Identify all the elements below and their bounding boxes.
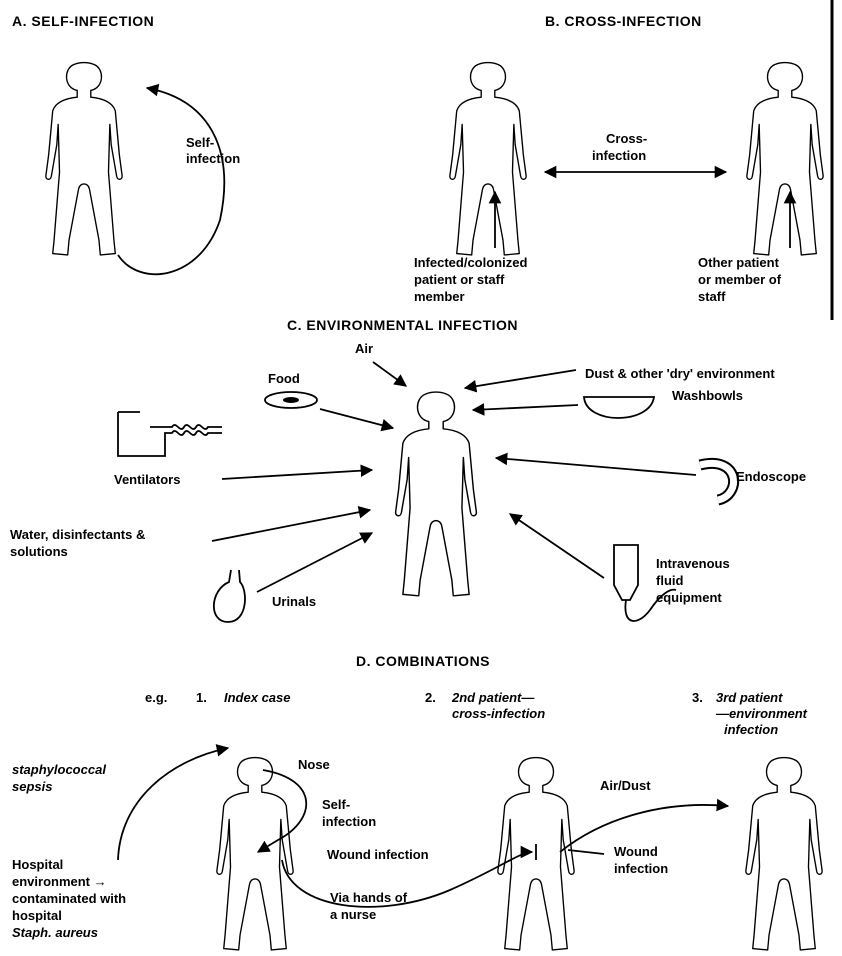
- source-ventilators-label: Ventilators: [114, 472, 180, 487]
- self-infection-loop-arrow: [118, 88, 224, 274]
- source-urinals-label: Urinals: [272, 594, 316, 609]
- case2-label-1: 2nd patient—: [451, 690, 535, 705]
- source-washbowls-label: Washbowls: [672, 388, 743, 403]
- air-arrow: [373, 362, 406, 386]
- food-item: [283, 397, 299, 403]
- second-wound-label-1: Wound: [614, 844, 658, 859]
- source-iv-label-3: equipment: [656, 590, 722, 605]
- self-infection-label-2: infection: [186, 151, 240, 166]
- case3-label-1: 3rd patient: [716, 690, 783, 705]
- case1-label: Index case: [224, 690, 291, 705]
- hospital-env-label-3: contaminated with: [12, 891, 126, 906]
- source-endoscopes-label: Endoscope: [736, 469, 806, 484]
- hospital-env-label-5: Staph. aureus: [12, 925, 98, 940]
- via-hands-label-2: a nurse: [330, 907, 376, 922]
- staph-sepsis-label-2: sepsis: [12, 779, 52, 794]
- urinal-icon: [214, 570, 245, 622]
- air-dust-label: Air/Dust: [600, 778, 651, 793]
- via-hands-label-1: Via hands of: [330, 890, 408, 905]
- section-b-title: B. CROSS-INFECTION: [545, 13, 702, 29]
- staph-sepsis-label-1: staphylococcal: [12, 762, 106, 777]
- section-c-title: C. ENVIRONMENTAL INFECTION: [287, 317, 518, 333]
- section-a-title: A. SELF-INFECTION: [12, 13, 154, 29]
- case2-number: 2.: [425, 690, 436, 705]
- cross-infection-label-1: Cross-: [606, 131, 647, 146]
- section-d-title: D. COMBINATIONS: [356, 653, 490, 669]
- section-a-self-infection: A. SELF-INFECTION Self- infection: [12, 13, 240, 274]
- other-patient-label-1: Other patient: [698, 255, 780, 270]
- hospital-env-label-2: environment →: [12, 874, 107, 889]
- urinals-arrow: [257, 533, 372, 592]
- environment-to-index-arrow: [118, 748, 228, 860]
- source-water-label-2: solutions: [10, 544, 68, 559]
- other-patient-label-3: staff: [698, 289, 726, 304]
- section-d-combinations: D. COMBINATIONS e.g. 1. Index case 2. 2n…: [12, 653, 822, 950]
- washbowls-arrow: [473, 405, 578, 410]
- iv-bottle-icon: [614, 545, 638, 600]
- other-patient-label-2: or member of: [698, 272, 782, 287]
- source-food-label: Food: [268, 371, 300, 386]
- person-third-patient: [746, 758, 822, 950]
- eg-label: e.g.: [145, 690, 167, 705]
- case3-number: 3.: [692, 690, 703, 705]
- case3-label-2: —environment: [715, 706, 808, 721]
- case1-number: 1.: [196, 690, 207, 705]
- second-wound-label-2: infection: [614, 861, 668, 876]
- infected-patient-label-2: patient or staff: [414, 272, 505, 287]
- self-infection-label-1: Self-: [186, 135, 214, 150]
- source-iv-label-1: Intravenous: [656, 556, 730, 571]
- hospital-env-label-4: hospital: [12, 908, 62, 923]
- person-environmental: [396, 392, 477, 596]
- hospital-env-label-1: Hospital: [12, 857, 63, 872]
- infected-patient-label-1: Infected/colonized: [414, 255, 527, 270]
- index-self-infection-2: infection: [322, 814, 376, 829]
- iv-arrow: [510, 514, 604, 578]
- source-iv-label-2: fluid: [656, 573, 683, 588]
- cross-infection-label-2: infection: [592, 148, 646, 163]
- case3-label-3: infection: [724, 722, 778, 737]
- second-wound-pointer: [568, 850, 604, 854]
- section-c-environmental-infection: C. ENVIRONMENTAL INFECTION Air Dust & ot…: [10, 317, 806, 622]
- person-infected-patient: [450, 63, 526, 255]
- food-arrow: [320, 409, 393, 428]
- index-self-infection-1: Self-: [322, 797, 350, 812]
- source-water-label-1: Water, disinfectants &: [10, 527, 145, 542]
- ventilators-arrow: [222, 470, 372, 479]
- person-index-case: [217, 758, 293, 950]
- index-wound-label: Wound infection: [327, 847, 429, 862]
- source-air-label: Air: [355, 341, 373, 356]
- dust-arrow: [465, 370, 576, 388]
- person-other-patient: [747, 63, 823, 255]
- infected-patient-label-3: member: [414, 289, 465, 304]
- person-self-infection: [46, 63, 122, 255]
- section-b-cross-infection: B. CROSS-INFECTION Cross- infection Infe…: [414, 0, 832, 320]
- endoscopes-arrow: [496, 458, 696, 475]
- source-dust-label: Dust & other 'dry' environment: [585, 366, 775, 381]
- nose-label: Nose: [298, 757, 330, 772]
- case2-label-2: cross-infection: [452, 706, 545, 721]
- ventilator-icon: [118, 412, 222, 456]
- water-arrow: [212, 510, 370, 541]
- washbowl-icon: [584, 397, 654, 418]
